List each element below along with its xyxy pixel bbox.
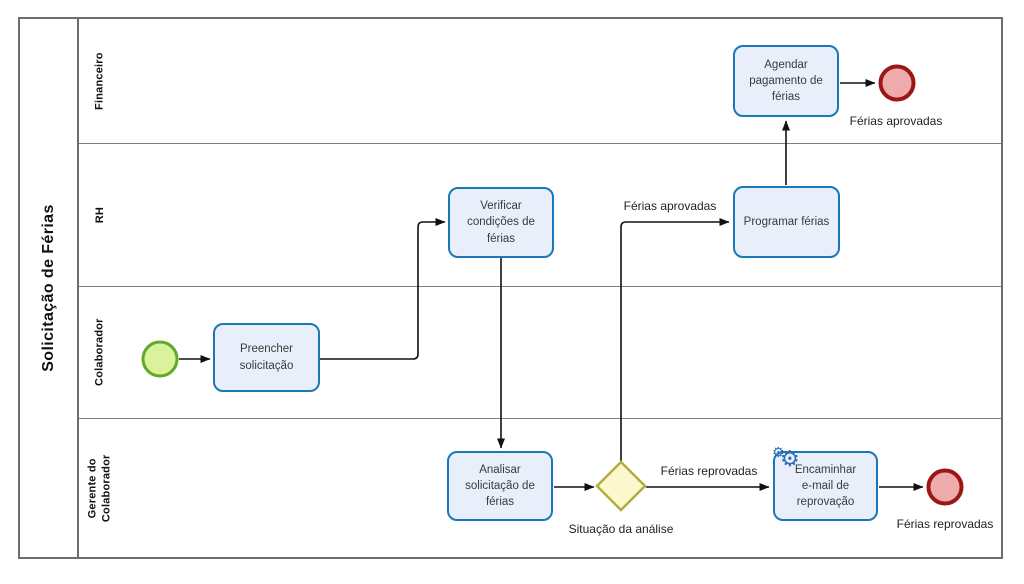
task-encaminhar-email-de-reprovacao[interactable]: Encaminhar e-mail de reprovação [773,451,878,521]
lanes-container: Financeiro RH Colaborador Gerente do Col… [79,19,1001,557]
gateway-label-situacao-da-analise: Situação da análise [568,522,674,536]
end-event-label-ferias-reprovadas: Férias reprovadas [896,517,994,531]
task-verificar-condicoes-de-ferias[interactable]: Verificar condições de férias [448,187,554,258]
flow-label-ferias-reprovadas: Férias reprovadas [660,464,758,478]
gateway-situacao-da-analise[interactable] [595,460,647,512]
flow-gateway-to-programar [620,218,730,461]
end-event-ferias-aprovadas[interactable] [878,64,916,102]
flow-preencher-to-verificar [320,218,446,360]
end-event-ferias-reprovadas[interactable] [926,468,964,506]
task-agendar-pagamento-de-ferias[interactable]: Agendar pagamento de férias [733,45,839,117]
lane-financeiro: Financeiro [79,19,1001,144]
task-programar-ferias[interactable]: Programar férias [733,186,840,258]
flow-label-ferias-aprovadas: Férias aprovadas [623,199,717,213]
task-preencher-solicitacao[interactable]: Preencher solicitação [213,323,320,392]
pool-title-column: Solicitação de Férias [20,19,79,557]
lane-colaborador: Colaborador [79,287,1001,419]
start-event[interactable] [141,340,179,378]
lane-rh: RH [79,144,1001,287]
end-event-label-ferias-aprovadas: Férias aprovadas [849,114,943,128]
task-analisar-solicitacao-de-ferias[interactable]: Analisar solicitação de férias [447,451,553,521]
